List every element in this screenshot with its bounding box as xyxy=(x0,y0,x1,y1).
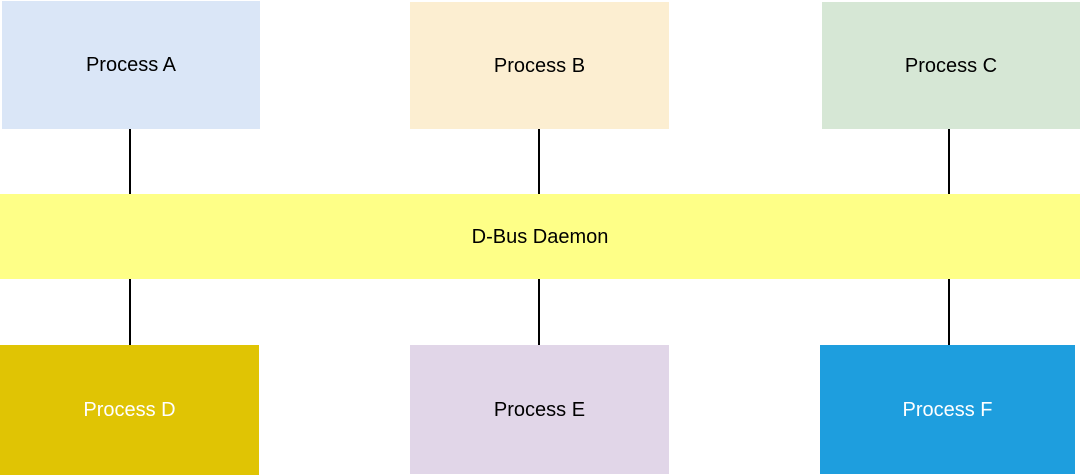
process-d-node: Process D xyxy=(0,345,259,475)
process-a-label: Process A xyxy=(85,54,177,76)
connector-process-a-to-bus xyxy=(129,129,131,194)
process-a-node: Process A xyxy=(2,1,260,129)
connector-bus-to-process-d xyxy=(129,279,131,345)
connector-bus-to-process-e xyxy=(538,279,540,345)
process-b-node: Process B xyxy=(410,2,669,129)
process-f-label: Process F xyxy=(902,398,993,421)
process-e-label: Process E xyxy=(493,398,586,421)
dbus-daemon-label: D-Bus Daemon xyxy=(471,225,609,248)
process-c-label: Process C xyxy=(904,54,998,77)
connector-process-b-to-bus xyxy=(538,129,540,194)
process-f-node: Process F xyxy=(820,345,1075,474)
process-e-node: Process E xyxy=(410,345,669,474)
connector-process-c-to-bus xyxy=(948,129,950,194)
process-d-label: Process D xyxy=(83,399,176,421)
connector-bus-to-process-f xyxy=(948,279,950,345)
process-c-node: Process C xyxy=(822,2,1080,129)
process-b-label: Process B xyxy=(493,54,586,77)
dbus-daemon-bus-node: D-Bus Daemon xyxy=(0,194,1080,279)
